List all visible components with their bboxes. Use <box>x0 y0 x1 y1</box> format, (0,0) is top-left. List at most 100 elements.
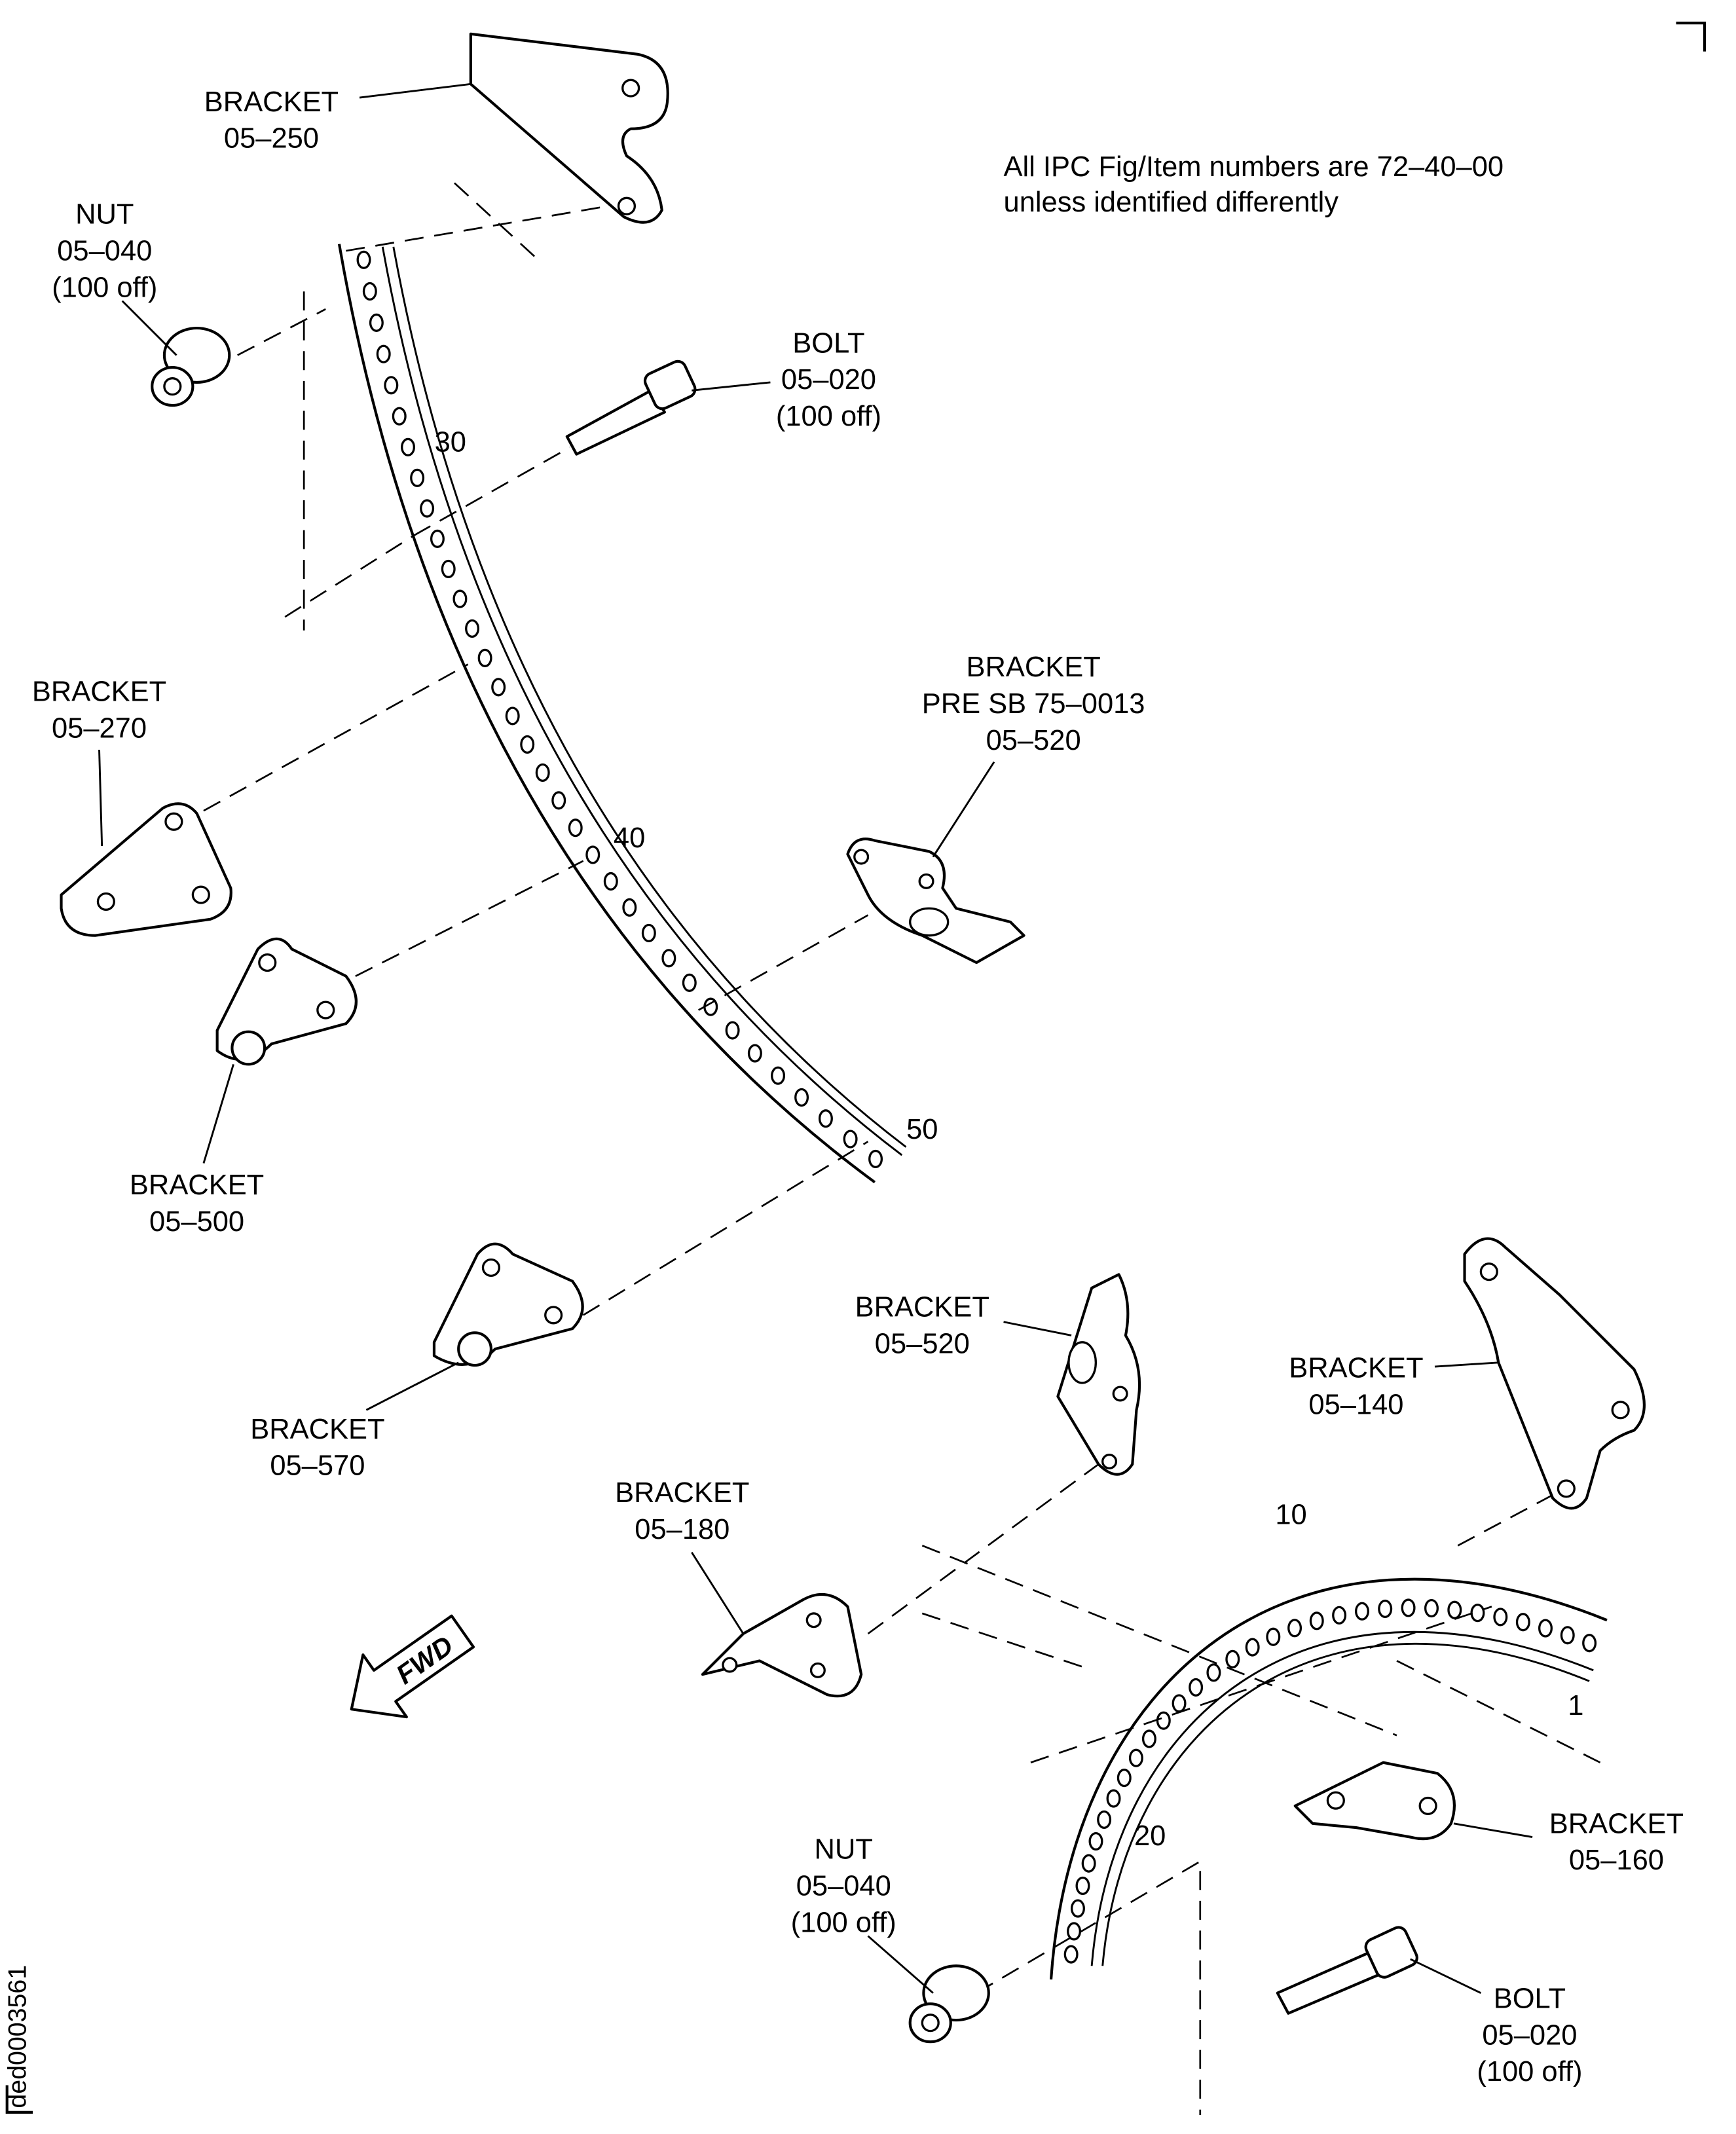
perforation-hole <box>1156 1711 1171 1730</box>
perforation-hole <box>843 1130 858 1149</box>
callout-bracket-05-270: BRACKET 05–270 <box>32 676 166 744</box>
nut-bottom-drawing <box>908 1964 990 2044</box>
callout-item: 05–140 <box>1308 1389 1403 1421</box>
perforation-hole <box>1141 1729 1156 1748</box>
callout-bracket-05-160: BRACKET 05–160 <box>1549 1808 1684 1876</box>
callout-bolt-top: BOLT 05–020 (100 off) <box>776 327 881 432</box>
callout-qty: (100 off) <box>776 401 881 432</box>
callout-name: BRACKET <box>966 652 1100 683</box>
bracket-05-570-drawing <box>432 1242 584 1367</box>
perforation-hole <box>401 437 415 456</box>
perforation-hole <box>1401 1598 1416 1617</box>
perforation-hole <box>1106 1789 1121 1808</box>
callout-item: 05–520 <box>986 725 1081 756</box>
perforation-hole <box>747 1044 762 1063</box>
callout-qty: (100 off) <box>52 272 157 303</box>
callout-name: BRACKET <box>855 1291 989 1323</box>
perforation-hole <box>868 1149 883 1169</box>
perforation-hole <box>477 648 492 667</box>
perforation-hole <box>420 499 435 518</box>
hole-number-40: 40 <box>614 822 645 854</box>
hole-number-10: 10 <box>1275 1499 1306 1530</box>
callout-bracket-05-500: BRACKET 05–500 <box>130 1169 264 1238</box>
perforation-hole <box>392 407 407 426</box>
perforation-hole <box>376 344 391 363</box>
nut-top-drawing <box>151 326 231 407</box>
perforation-hole <box>1067 1922 1082 1941</box>
perforation-hole <box>771 1066 786 1085</box>
leader-lines <box>98 83 1533 1994</box>
perforation-hole <box>535 763 550 782</box>
perforation-hole <box>1538 1619 1553 1638</box>
callout-nut-bottom: NUT 05–040 (100 off) <box>791 1834 896 1939</box>
perforation-hole <box>1128 1748 1143 1767</box>
bracket-05-520-drawing <box>1056 1273 1141 1476</box>
perforation-hole <box>1309 1611 1324 1630</box>
bracket-05-520-pre-drawing <box>846 837 1025 965</box>
perforation-hole <box>1515 1613 1530 1632</box>
bolt-top-drawing <box>565 359 697 456</box>
perforation-hole <box>356 250 371 269</box>
perforation-hole <box>585 845 600 864</box>
perforation-hole <box>430 529 445 548</box>
hole-number-50: 50 <box>906 1114 938 1145</box>
perforation-hole <box>1189 1678 1204 1697</box>
callout-item: 05–500 <box>149 1206 244 1238</box>
bracket-05-270-drawing <box>60 802 232 937</box>
callout-bracket-05-520-pre: BRACKET PRE SB 75–0013 05–520 <box>922 652 1145 756</box>
callout-item: 05–040 <box>796 1871 891 1902</box>
perforation-hole <box>725 1021 740 1040</box>
perforation-hole <box>1287 1619 1302 1638</box>
perforation-hole <box>1070 1899 1085 1918</box>
callout-item: 05–020 <box>1482 2019 1577 2051</box>
bracket-05-160-drawing <box>1293 1761 1456 1841</box>
callout-name: BRACKET <box>1549 1808 1684 1839</box>
bracket-05-500-drawing <box>215 937 358 1066</box>
perforation-hole <box>441 559 456 578</box>
perforation-hole <box>1088 1831 1103 1851</box>
callout-item: 05–040 <box>57 236 152 267</box>
perforation-hole <box>1424 1598 1439 1618</box>
perforation-hole <box>452 589 468 608</box>
callout-item: 05–270 <box>52 712 147 744</box>
perforation-hole <box>1063 1945 1079 1964</box>
perforation-hole <box>1075 1876 1090 1896</box>
fwd-arrow-icon: FWD <box>350 1614 475 1719</box>
callout-item: 05–570 <box>270 1450 365 1482</box>
callout-name: BRACKET <box>250 1414 384 1445</box>
perforation-hole <box>1470 1604 1485 1623</box>
perforation-hole <box>520 735 535 754</box>
perforation-hole <box>1493 1608 1508 1627</box>
perforation-hole <box>362 282 377 301</box>
note-line-1: All IPC Fig/Item numbers are 72–40–00 <box>1004 151 1504 183</box>
callout-bolt-bottom: BOLT 05–020 (100 off) <box>1477 1983 1582 2088</box>
callout-item: 05–250 <box>224 123 319 155</box>
perforation-hole <box>384 376 399 395</box>
callout-qty: (100 off) <box>791 1907 896 1938</box>
perforation-hole <box>641 923 656 943</box>
perforation-hole <box>410 468 425 487</box>
bracket-05-180-drawing <box>701 1592 863 1698</box>
perforation-hole <box>1582 1634 1597 1653</box>
perforation-hole <box>1355 1602 1369 1621</box>
perforation-hole <box>369 313 384 332</box>
callout-name: BRACKET <box>130 1169 264 1201</box>
perforation-hole <box>1560 1626 1575 1645</box>
perforation-hole <box>568 819 583 837</box>
perforation-hole <box>491 678 506 697</box>
perforation-hole <box>505 707 520 726</box>
perforation-hole <box>603 872 618 891</box>
corner-mark-top-right <box>1676 22 1707 52</box>
callout-name: BRACKET <box>615 1477 749 1509</box>
perforation-hole <box>818 1109 833 1128</box>
perforation-hole <box>661 949 676 968</box>
callout-nut-top: NUT 05–040 (100 off) <box>52 199 157 304</box>
callout-bracket-05-520: BRACKET 05–520 <box>855 1291 989 1359</box>
hole-number-20: 20 <box>1134 1820 1166 1852</box>
callout-bracket-05-140: BRACKET 05–140 <box>1289 1353 1423 1421</box>
callout-name: NUT <box>815 1834 873 1866</box>
upper-perforated-strip <box>337 244 907 1184</box>
callout-item: 05–520 <box>875 1328 970 1359</box>
perforation-hole <box>551 791 566 810</box>
